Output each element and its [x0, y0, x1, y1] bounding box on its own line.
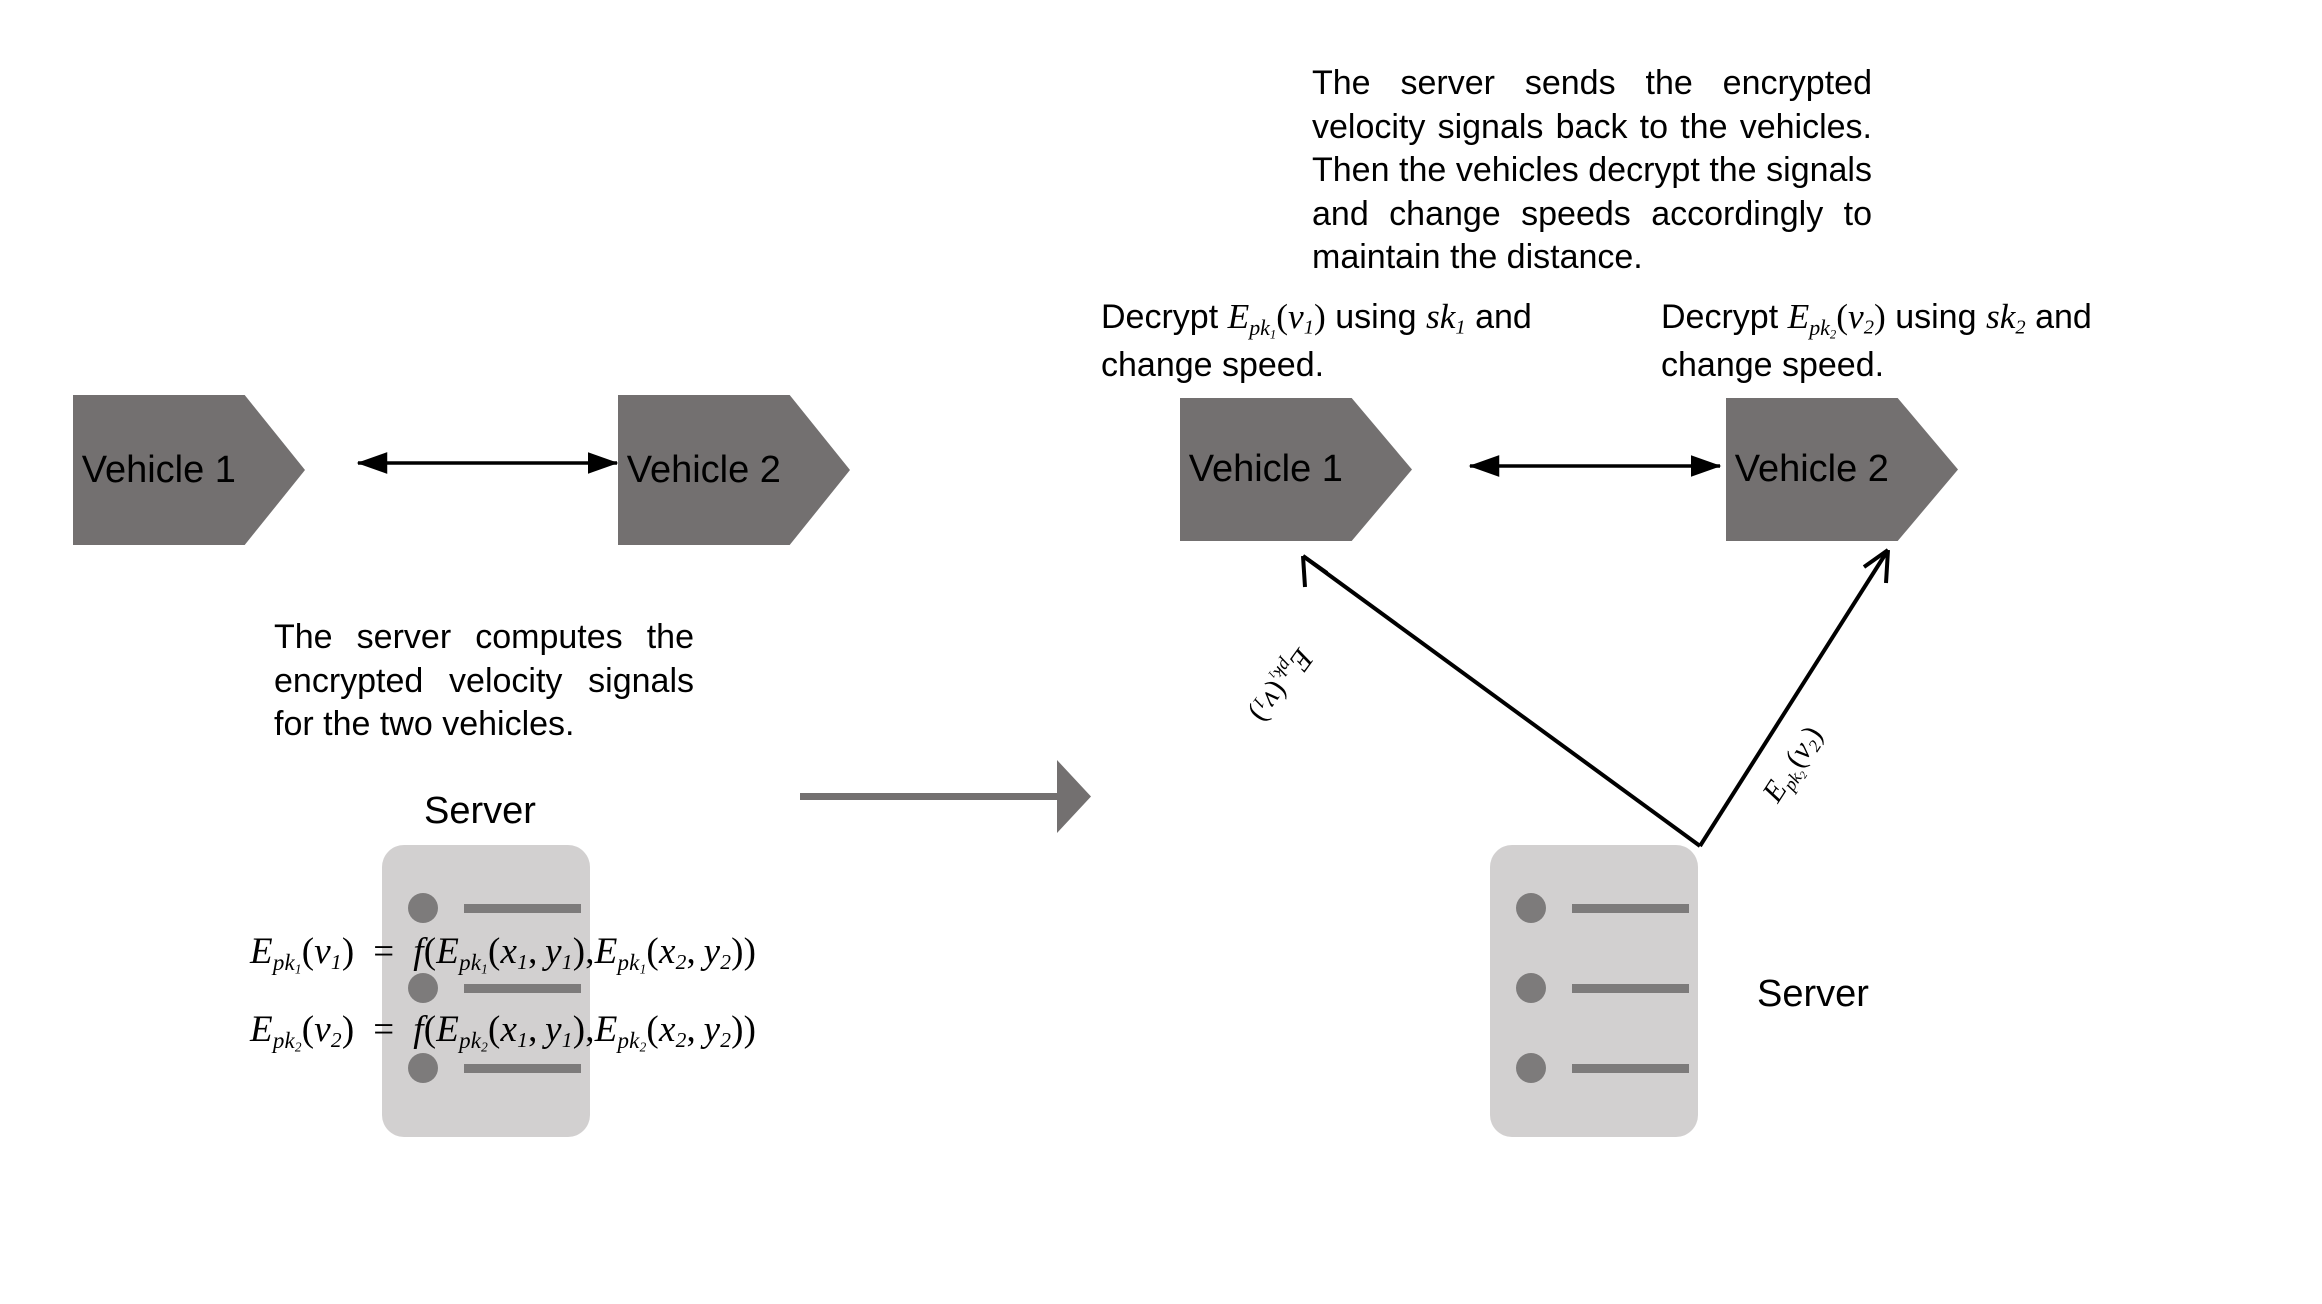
- server-row: [408, 1053, 581, 1083]
- server-row: [1516, 1053, 1689, 1083]
- left-server-card[interactable]: [382, 845, 590, 1137]
- formula-1: Epk1(v1) = f(Epk1(x1, y1),Epk1(x2, y2)): [250, 931, 757, 978]
- decrypt-2-prefix: Decrypt: [1661, 298, 1788, 336]
- left-vehicle-1-label: Vehicle 1: [81, 448, 236, 491]
- formula-2: Epk2(v2) = f(Epk2(x1, y1),Epk2(x2, y2)): [250, 1009, 757, 1056]
- server-row: [1516, 973, 1689, 1003]
- server-dot-icon: [408, 1053, 438, 1083]
- left-vehicle-2[interactable]: Vehicle 2: [618, 395, 850, 545]
- encrypted-signal-arrow-1: [1301, 554, 1702, 848]
- right-caption: The server sends the encrypted velocity …: [1312, 64, 1882, 277]
- decrypt-2-suffix: and change speed.: [1661, 298, 2092, 385]
- server-bar-icon: [464, 903, 581, 913]
- server-bar-icon: [1572, 983, 1689, 993]
- server-bar-icon: [464, 1063, 581, 1073]
- server-row: [408, 893, 581, 923]
- left-server-label: Server: [424, 790, 536, 832]
- decrypt-1-prefix: Decrypt: [1101, 298, 1228, 336]
- server-row: [408, 973, 581, 1003]
- decrypt-label-1: Decrypt Epk1(v1) using sk1 and change sp…: [1101, 296, 1532, 385]
- right-vehicle-2-label: Vehicle 2: [1734, 448, 1889, 490]
- server-row: [1516, 893, 1689, 923]
- right-vehicle-1-label: Vehicle 1: [1188, 448, 1343, 490]
- right-server-label: Server: [1757, 973, 1869, 1015]
- server-bar-icon: [1572, 1063, 1689, 1073]
- server-dot-icon: [1516, 893, 1546, 923]
- server-dot-icon: [408, 893, 438, 923]
- right-vehicle-1[interactable]: Vehicle 1: [1180, 398, 1412, 541]
- right-vehicle-2[interactable]: Vehicle 2: [1726, 398, 1958, 541]
- server-bar-icon: [464, 983, 581, 993]
- encrypted-signal-arrow-2: [1698, 548, 1890, 848]
- server-dot-icon: [1516, 973, 1546, 1003]
- server-dot-icon: [1516, 1053, 1546, 1083]
- server-bar-icon: [1572, 903, 1689, 913]
- arrow-label-right: Epk2(v2): [1756, 720, 1830, 808]
- arrow-label-left: Epk1(v1): [1244, 642, 1320, 730]
- left-vehicle-2-label: Vehicle 2: [626, 448, 781, 491]
- decrypt-1-suffix: and change speed.: [1101, 298, 1532, 385]
- decrypt-2-middle: using: [1885, 298, 1986, 336]
- left-caption: The server computes the encrypted veloci…: [274, 618, 704, 744]
- left-vehicle-1[interactable]: Vehicle 1: [73, 395, 305, 545]
- server-dot-icon: [408, 973, 438, 1003]
- transition-arrow-icon: [800, 760, 1091, 833]
- right-server-card[interactable]: [1490, 845, 1698, 1137]
- decrypt-label-2: Decrypt Epk2(v2) using sk2 and change sp…: [1661, 296, 2092, 385]
- decrypt-1-middle: using: [1325, 298, 1426, 336]
